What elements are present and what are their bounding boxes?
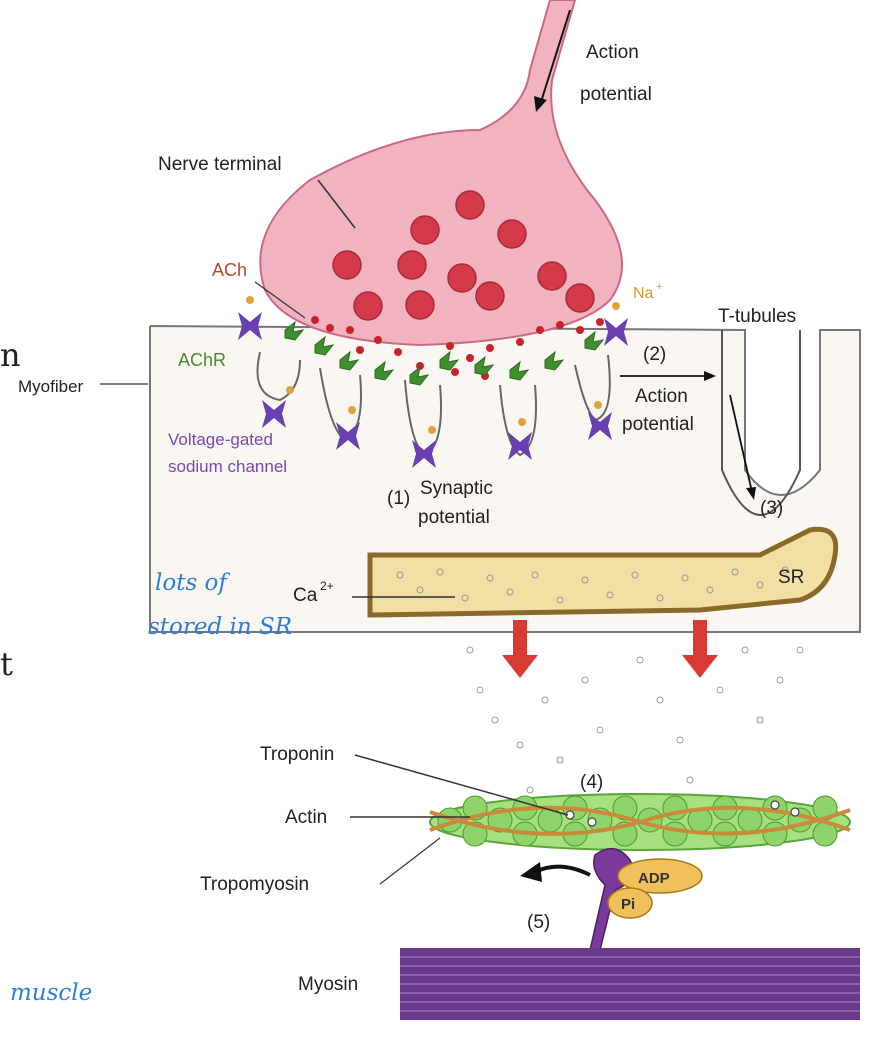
t-tubule — [721, 330, 801, 516]
synaptic-vesicles — [332, 190, 595, 321]
label-step3: (3) — [760, 498, 783, 519]
label-synaptic-2: potential — [418, 507, 490, 528]
label-step4: (4) — [580, 772, 603, 793]
adp-blob — [617, 858, 703, 894]
handwritten-note-3: muscle — [10, 980, 92, 1006]
label-na: Na — [633, 285, 654, 302]
label-step1: (1) — [387, 488, 410, 509]
label-step2: (2) — [643, 344, 666, 365]
top-ap-arrowhead — [534, 96, 547, 112]
label-na-sup: + — [656, 281, 662, 293]
nerve-leader — [317, 179, 356, 229]
label-t-tubules: T-tubules — [718, 306, 796, 327]
step3-arrowhead — [746, 487, 756, 500]
sr-calcium-dots — [396, 566, 789, 604]
label-vg-channel-2: sodium channel — [168, 457, 287, 476]
calcium-release-arrows — [502, 620, 718, 678]
label-pi: Pi — [621, 896, 635, 913]
sodium-ions — [246, 296, 620, 434]
step3-arrow — [729, 394, 753, 493]
label-vg-channel-1: Voltage-gated — [168, 430, 273, 449]
troponin-leader — [354, 754, 569, 816]
handwritten-note-1: lots of — [155, 570, 230, 596]
label-achr: AChR — [178, 350, 226, 370]
tropomyosin-leader — [379, 837, 441, 885]
actin-filament — [429, 793, 851, 851]
label-tropomyosin: Tropomyosin — [200, 874, 309, 895]
step2-arrowhead — [704, 371, 716, 381]
label-myofiber: Myofiber — [18, 377, 84, 396]
released-calcium — [466, 646, 804, 794]
sodium-channels — [238, 312, 628, 468]
pi-blob — [607, 887, 653, 919]
label-action-potential-mid-2: potential — [622, 414, 694, 435]
left-text-fragment-t: t — [0, 645, 13, 683]
ach-leader — [254, 281, 306, 319]
sarcoplasmic-reticulum — [367, 526, 839, 618]
myosin-filament — [400, 948, 860, 1020]
label-actin: Actin — [285, 807, 327, 828]
label-nerve-terminal: Nerve terminal — [158, 154, 282, 175]
label-ach: ACh — [212, 260, 247, 280]
label-ca-sup: 2+ — [320, 579, 334, 593]
label-sr: SR — [778, 567, 804, 588]
label-action-potential-mid-1: Action — [635, 386, 688, 407]
label-myosin: Myosin — [298, 974, 358, 995]
label-synaptic-1: Synaptic — [420, 478, 493, 499]
power-stroke-arrow — [534, 864, 591, 877]
label-action-potential-top-2: potential — [580, 84, 652, 105]
achr-receptors — [284, 320, 605, 386]
label-ca: Ca — [293, 585, 318, 606]
left-text-fragment-n: n — [0, 336, 21, 374]
label-troponin: Troponin — [260, 744, 334, 765]
top-ap-arrow — [539, 9, 571, 106]
label-adp: ADP — [638, 870, 670, 887]
power-stroke-arrowhead — [520, 862, 542, 882]
label-action-potential-top-1: Action — [586, 42, 639, 63]
handwritten-note-2: stored in SR — [148, 614, 292, 640]
label-step5: (5) — [527, 912, 550, 933]
